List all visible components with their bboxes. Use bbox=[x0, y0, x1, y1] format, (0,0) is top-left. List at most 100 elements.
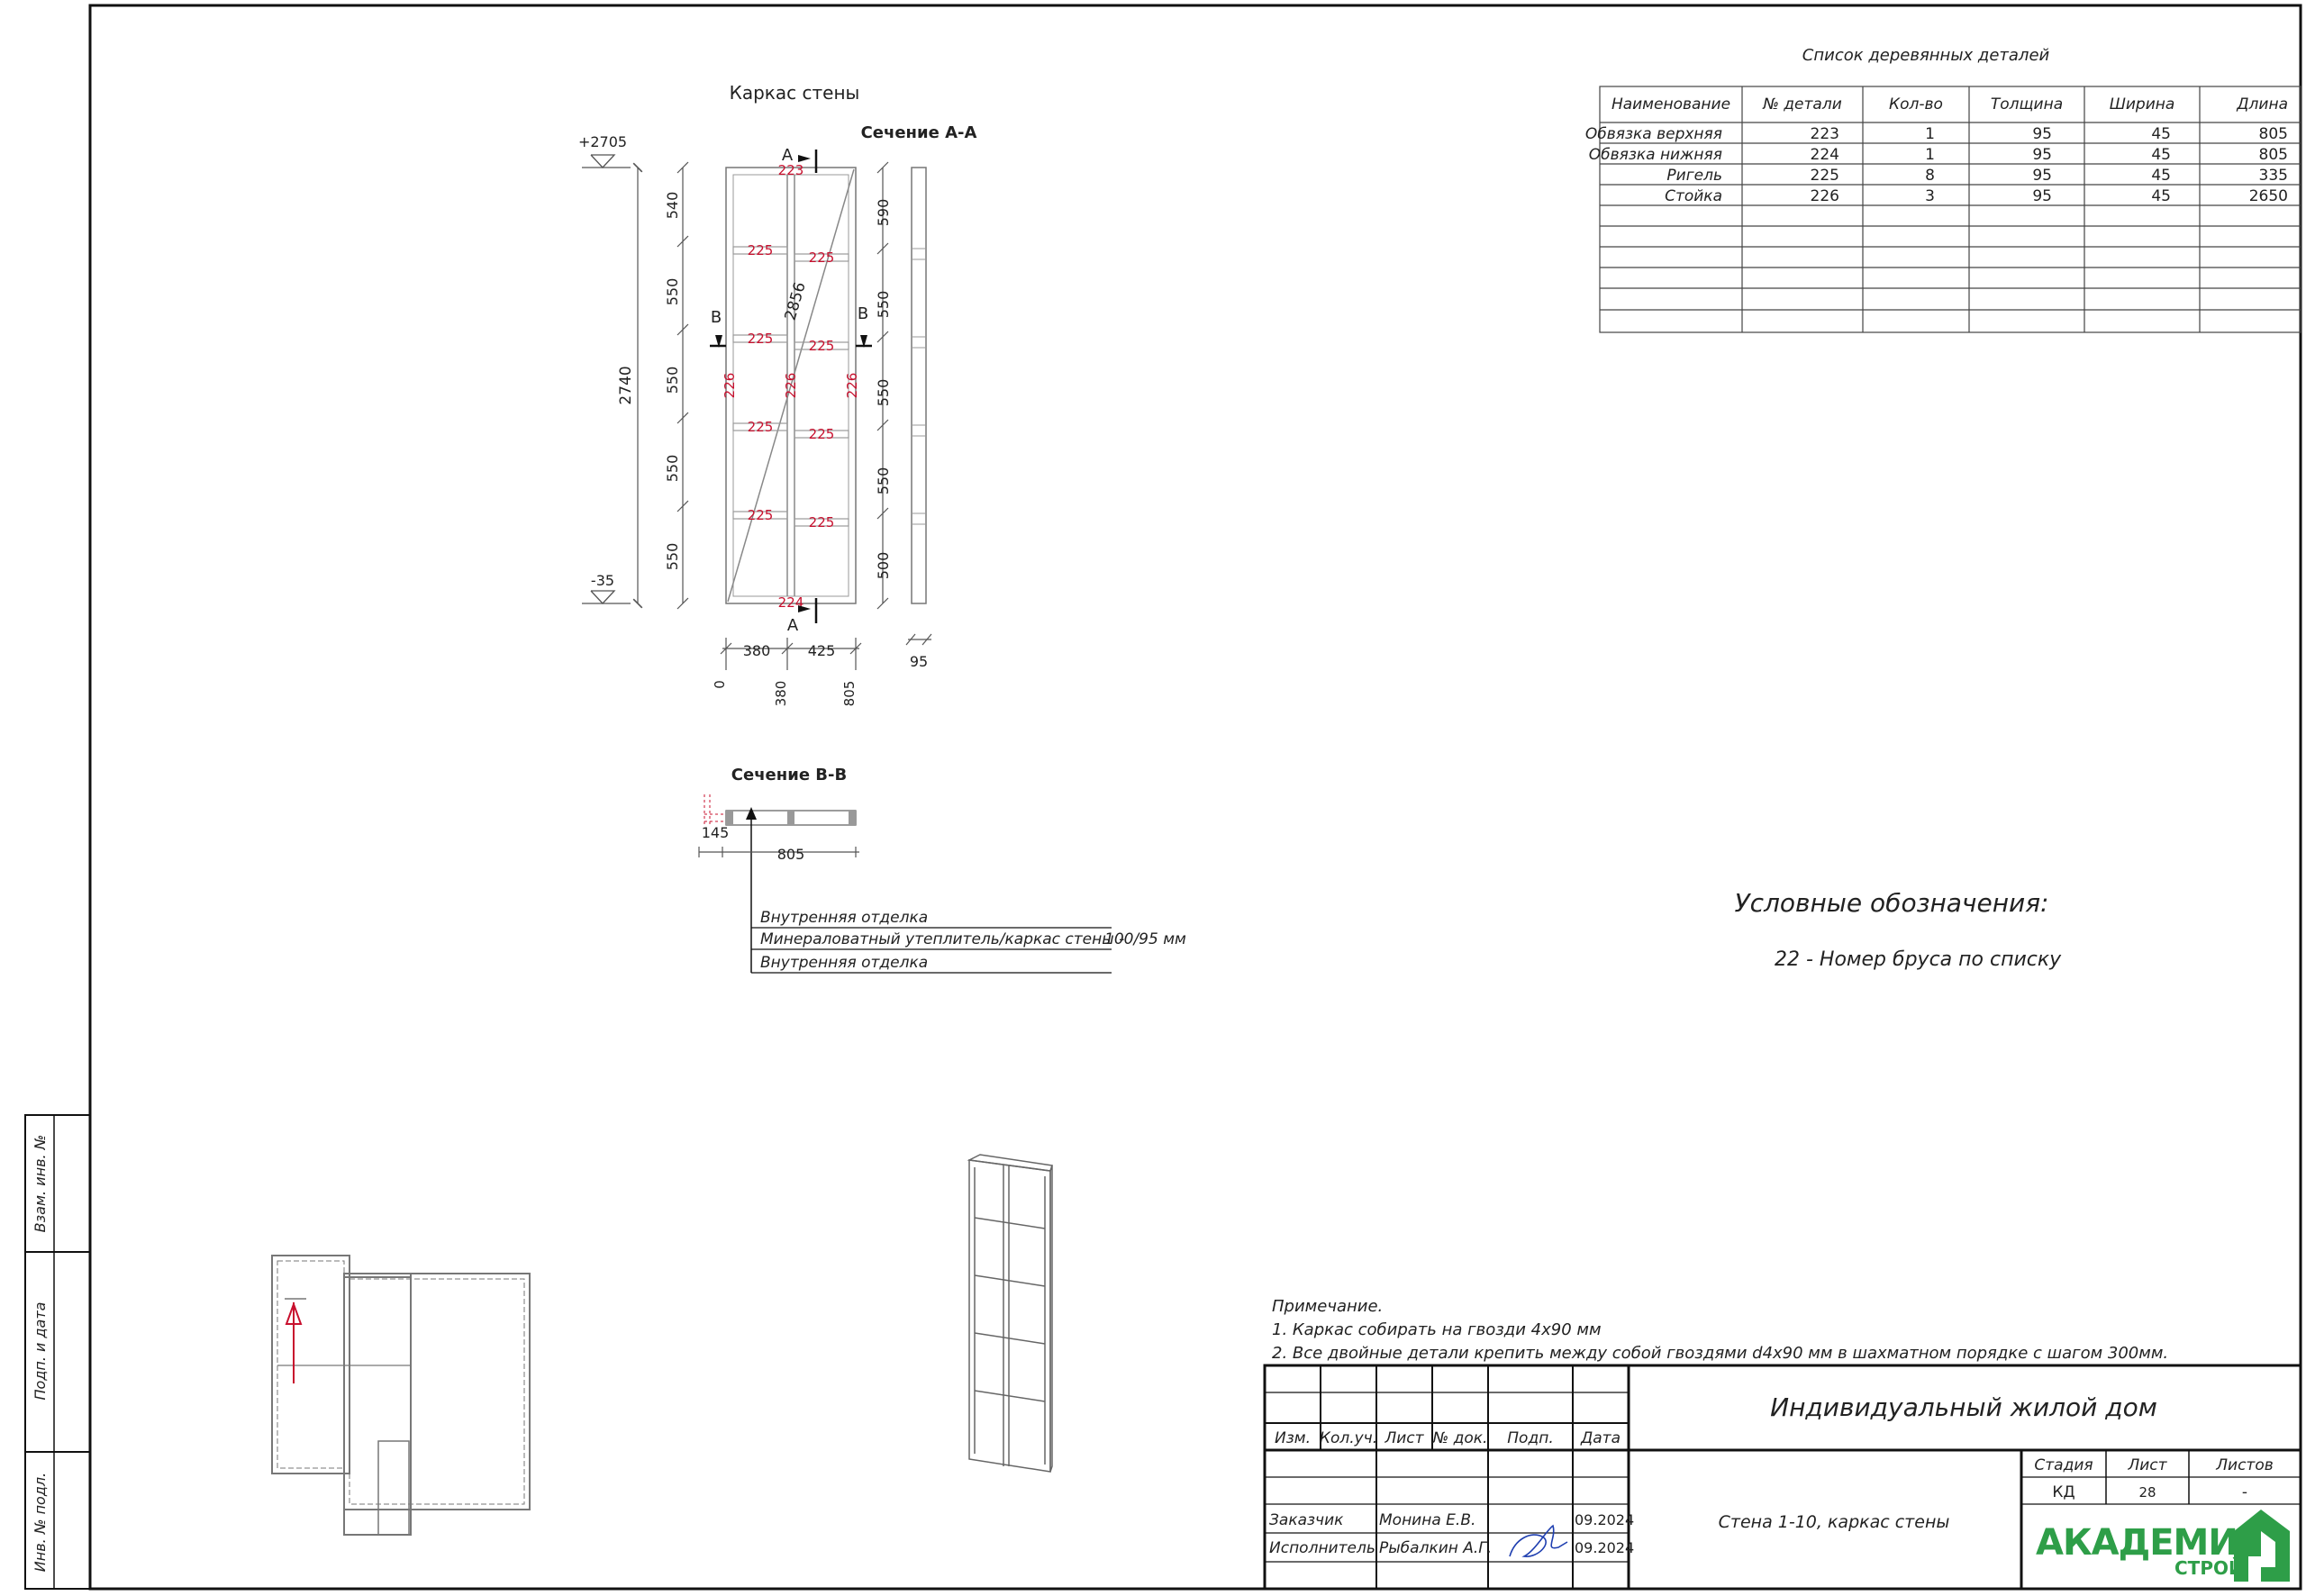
sheet-frame bbox=[88, 4, 2302, 1591]
tb-role: Заказчик bbox=[1269, 1511, 1344, 1529]
table-cell: 225 bbox=[1811, 167, 1839, 185]
coord-label: 380 bbox=[773, 681, 789, 707]
total-height-dim: 2740 bbox=[617, 366, 635, 404]
layer-thickness: 100/95 мм bbox=[1104, 930, 1186, 948]
part-label: 226 bbox=[783, 373, 799, 399]
section-bb: Сечение В-В 145 805 bbox=[698, 766, 859, 973]
table-cell: 1 bbox=[1925, 125, 1935, 143]
dim-label: 590 bbox=[875, 199, 892, 227]
tb-name: Монина Е.В. bbox=[1379, 1511, 1475, 1529]
legend-item: 22 - Номер бруса по списку bbox=[1775, 948, 2062, 971]
table-cell: 45 bbox=[2151, 167, 2171, 185]
signature-mark bbox=[1509, 1524, 1568, 1557]
table-cell: 45 bbox=[2151, 125, 2171, 143]
table-header: Толщина bbox=[1991, 95, 2063, 113]
part-label: 225 bbox=[809, 514, 835, 530]
part-label: 225 bbox=[748, 419, 774, 435]
table-header: Ширина bbox=[2110, 95, 2175, 113]
part-label: 223 bbox=[778, 162, 804, 178]
dim-label: 550 bbox=[875, 379, 892, 407]
dim-label: 500 bbox=[875, 552, 892, 580]
floor-plan-thumbnail bbox=[271, 1255, 531, 1536]
table-cell: 45 bbox=[2151, 187, 2171, 205]
dim-label: 550 bbox=[664, 543, 681, 571]
stamp-text: Взам. инв. № bbox=[32, 1135, 49, 1233]
cut-label: В bbox=[711, 308, 722, 327]
tb-date: 09.2024 bbox=[1575, 1539, 1634, 1556]
tb-header: № док. bbox=[1432, 1429, 1488, 1447]
tb-role: Исполнитель bbox=[1269, 1539, 1375, 1557]
dim-label: 550 bbox=[875, 467, 892, 495]
part-label: 225 bbox=[809, 249, 835, 266]
legend: Условные обозначения: 22 - Номер бруса п… bbox=[1735, 888, 2063, 971]
table-cell: 805 bbox=[2259, 125, 2288, 143]
part-label: 224 bbox=[778, 594, 804, 611]
layer-item: Внутренняя отделка bbox=[760, 909, 928, 927]
stamp-text: Подп. и дата bbox=[32, 1302, 49, 1401]
table-cell: 95 bbox=[2032, 167, 2052, 185]
sheet-title: Стена 1-10, каркас стены bbox=[1719, 1512, 1950, 1532]
dim-label: 550 bbox=[664, 278, 681, 306]
section-width-dim: 95 bbox=[910, 653, 928, 670]
table-cell: 226 bbox=[1811, 187, 1839, 205]
table-cell: 95 bbox=[2032, 125, 2052, 143]
dim-label: 380 bbox=[743, 642, 771, 659]
table-cell: Ригель bbox=[1666, 167, 1722, 185]
note-item: 2. Все двойные детали крепить между собо… bbox=[1272, 1344, 2168, 1363]
level-top: +2705 bbox=[578, 133, 627, 150]
note-item: 1. Каркас собирать на гвозди 4х90 мм bbox=[1272, 1320, 1602, 1339]
coord-label: 0 bbox=[712, 680, 728, 689]
table-header: Наименование bbox=[1611, 95, 1730, 113]
layer-item: Минераловатный утеплитель/каркас стены - bbox=[760, 930, 1124, 948]
notes-title: Примечание. bbox=[1272, 1297, 1383, 1316]
tb-name: Рыбалкин А.Г. bbox=[1379, 1539, 1492, 1557]
layer-item: Внутренняя отделка bbox=[760, 954, 928, 972]
cut-label: А bbox=[782, 146, 794, 165]
stage-value: - bbox=[2242, 1483, 2247, 1501]
stage-value: 28 bbox=[2138, 1484, 2156, 1501]
table-cell: Обвязка верхняя bbox=[1585, 125, 1722, 143]
stage-header: Лист bbox=[2127, 1456, 2167, 1474]
dim-label: 540 bbox=[664, 192, 681, 220]
level-bottom: -35 bbox=[591, 572, 614, 589]
part-label: 225 bbox=[748, 507, 774, 523]
stage-header: Листов bbox=[2215, 1456, 2274, 1474]
table-header: Кол-во bbox=[1889, 95, 1943, 113]
table-cell: 95 bbox=[2032, 146, 2052, 164]
stage-value: КД bbox=[2052, 1483, 2074, 1501]
part-label: 225 bbox=[809, 426, 835, 442]
table-cell: Стойка bbox=[1665, 187, 1722, 205]
table-cell: 223 bbox=[1811, 125, 1839, 143]
part-label: 225 bbox=[809, 338, 835, 354]
table-cell: 1 bbox=[1925, 146, 1935, 164]
part-label: 225 bbox=[748, 331, 774, 347]
wall-frame-elevation: Каркас стены Сечение А-А 223 224 225 225… bbox=[578, 82, 977, 706]
dim-label: 550 bbox=[664, 367, 681, 394]
dim-label: 145 bbox=[702, 824, 730, 841]
frame-3d-thumbnail bbox=[967, 1154, 1053, 1473]
side-stamp: Взам. инв. № Подп. и дата Инв. № подл. bbox=[24, 1114, 91, 1590]
diagonal-dim: 2856 bbox=[782, 280, 810, 322]
table-cell: 95 bbox=[2032, 187, 2052, 205]
notes: Примечание. 1. Каркас собирать на гвозди… bbox=[1272, 1297, 2168, 1363]
tb-header: Кол.уч. bbox=[1320, 1429, 1377, 1447]
table-header: Длина bbox=[2236, 95, 2288, 113]
dim-label: 550 bbox=[875, 291, 892, 319]
parts-table: Список деревянных деталей Наименование №… bbox=[1585, 46, 2301, 333]
table-header: № детали bbox=[1762, 95, 1842, 113]
tb-date: 09.2024 bbox=[1575, 1511, 1634, 1528]
company-logo: АКАДЕМИК СТРОЙ bbox=[2036, 1510, 2290, 1582]
view-title: Каркас стены bbox=[730, 82, 860, 104]
logo-sub: СТРОЙ bbox=[2174, 1557, 2244, 1579]
dim-label: 805 bbox=[777, 846, 805, 863]
section-aa-title: Сечение А-А bbox=[861, 123, 977, 142]
dim-label: 425 bbox=[808, 642, 836, 659]
title-block: Изм. Кол.уч. Лист № док. Подп. Дата Инди… bbox=[1263, 1364, 2302, 1591]
cut-label: В bbox=[858, 304, 868, 323]
table-cell: 335 bbox=[2259, 167, 2288, 185]
table-cell: 45 bbox=[2151, 146, 2171, 164]
coord-label: 805 bbox=[841, 681, 858, 707]
layer-callouts: Внутренняя отделка Минераловатный утепли… bbox=[751, 909, 1186, 974]
part-label: 225 bbox=[748, 242, 774, 258]
